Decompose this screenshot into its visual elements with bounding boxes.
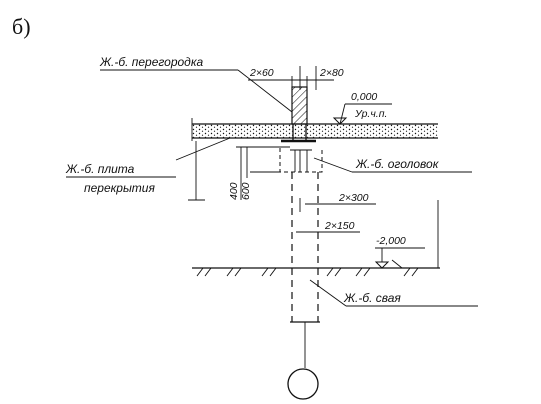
partition-wall	[248, 66, 334, 125]
dim-600: 600	[240, 182, 252, 200]
label-partition: Ж.-б. перегородка	[99, 55, 203, 69]
dim-2x80: 2×80	[319, 67, 344, 79]
level-marker-top: 0,000 Ур.ч.п.	[332, 91, 392, 125]
level-top-sub: Ур.ч.п.	[354, 108, 387, 120]
leader-lines	[66, 69, 478, 307]
label-slab-line2: перекрытия	[84, 181, 155, 195]
pile-cap	[279, 148, 323, 173]
label-pile: Ж.-б. свая	[343, 291, 401, 305]
pile	[287, 172, 320, 400]
floor-slab	[191, 118, 438, 141]
level-bottom-value: -2,000	[376, 235, 406, 247]
dim-2x60: 2×60	[249, 67, 274, 79]
level-marker-bottom: -2,000	[374, 235, 425, 269]
partition-joint	[281, 124, 316, 143]
pile-axis-marker	[287, 368, 319, 400]
dim-400: 400	[228, 182, 240, 200]
dim-2x150: 2×150	[324, 220, 355, 232]
level-top-value: 0,000	[351, 91, 377, 103]
label-pile-cap: Ж.-б. оголовок	[355, 157, 440, 171]
ground-line	[192, 267, 440, 277]
label-slab-line1: Ж.-б. плита	[65, 162, 135, 176]
figure-label: б)	[12, 14, 31, 39]
dim-2x300: 2×300	[338, 192, 369, 204]
dimension-lines	[188, 141, 439, 268]
